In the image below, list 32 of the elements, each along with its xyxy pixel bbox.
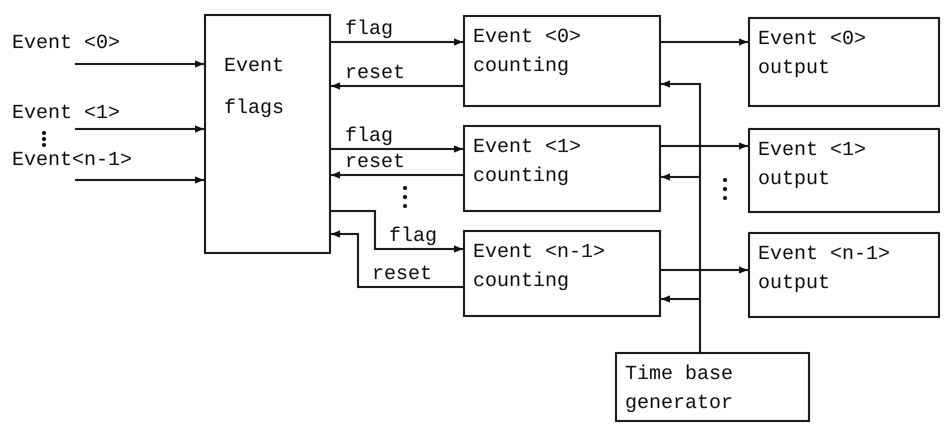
process-box	[463, 125, 661, 212]
process-box	[463, 15, 661, 107]
box-label: Event <n-1> counting	[473, 240, 606, 295]
arrow	[331, 171, 463, 179]
arrow	[661, 295, 701, 352]
arrow	[661, 266, 748, 274]
box-label: Event <1> output	[758, 138, 868, 193]
process-box	[748, 17, 940, 107]
input-label: Event <0>	[12, 33, 132, 64]
box-label: Event <n-1> output	[758, 242, 892, 297]
arrow	[661, 38, 748, 46]
flag-register-box	[204, 14, 331, 254]
arrow	[75, 125, 204, 133]
process-box	[615, 352, 810, 422]
arrow	[661, 142, 748, 150]
box-label: Event <1> counting	[473, 135, 582, 190]
box-label: Event flags	[224, 54, 286, 122]
input-label: Event <1>	[12, 103, 132, 129]
arrow	[331, 38, 463, 46]
arrow	[331, 145, 463, 153]
arrow	[75, 176, 204, 184]
box-label: Event <0> output	[758, 27, 868, 82]
arrow	[331, 230, 463, 288]
input-label: Event<n-1>	[12, 150, 142, 180]
arrow	[75, 60, 204, 68]
box-label: Event <0> counting	[473, 25, 582, 80]
arrow	[331, 82, 463, 90]
arrow	[331, 210, 463, 253]
process-box	[463, 230, 661, 317]
process-box	[748, 232, 940, 318]
box-label: Time base generator	[625, 362, 734, 417]
process-box	[748, 128, 940, 213]
